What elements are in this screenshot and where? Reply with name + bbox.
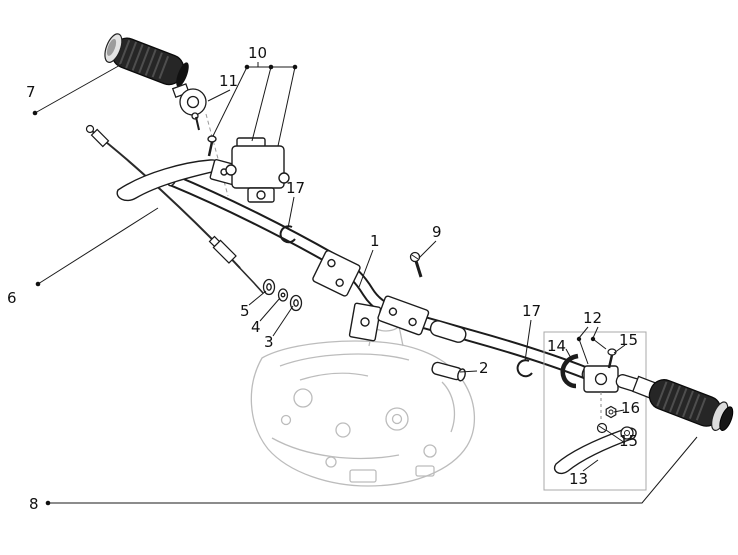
callout-1: 1 (370, 232, 380, 250)
switch-assembly (171, 83, 207, 131)
callout-15-a: 15 (619, 331, 639, 349)
callout-15-b: 15 (619, 432, 639, 450)
screw-9 (409, 251, 423, 278)
pin-2 (431, 361, 466, 382)
callout-3: 3 (264, 333, 274, 351)
callout-12: 12 (583, 309, 603, 327)
brake-master-cylinder (225, 137, 290, 203)
callout-17-a: 17 (286, 179, 306, 197)
callout-13: 13 (569, 470, 589, 488)
right-grip-end-cap (719, 406, 734, 431)
callout-5: 5 (240, 302, 250, 320)
callout-11: 11 (219, 72, 239, 90)
callout-6: 6 (7, 289, 17, 307)
detail-box (543, 331, 647, 491)
callout-dots (32, 64, 596, 506)
transmission-cable (85, 124, 264, 294)
callout-14: 14 (547, 337, 567, 355)
handlebar-tube (165, 173, 593, 380)
callout-2: 2 (479, 359, 489, 377)
leader-lines (34, 62, 698, 504)
callout-17-b: 17 (522, 302, 542, 320)
left-grip (104, 33, 189, 87)
callout-16: 16 (621, 399, 641, 417)
callout-8: 8 (29, 495, 39, 513)
right-brake-lever-13 (553, 427, 637, 475)
washer-set (262, 278, 303, 312)
callout-7: 7 (26, 83, 36, 101)
u-bolt-14 (560, 353, 579, 389)
right-lever-assembly (553, 348, 643, 475)
handlebar-clamp-brackets (312, 250, 467, 343)
callout-10: 10 (248, 44, 268, 62)
nut-16 (605, 405, 617, 419)
right-grip (632, 375, 734, 431)
callout-9: 9 (432, 223, 442, 241)
callout-4: 4 (251, 318, 261, 336)
